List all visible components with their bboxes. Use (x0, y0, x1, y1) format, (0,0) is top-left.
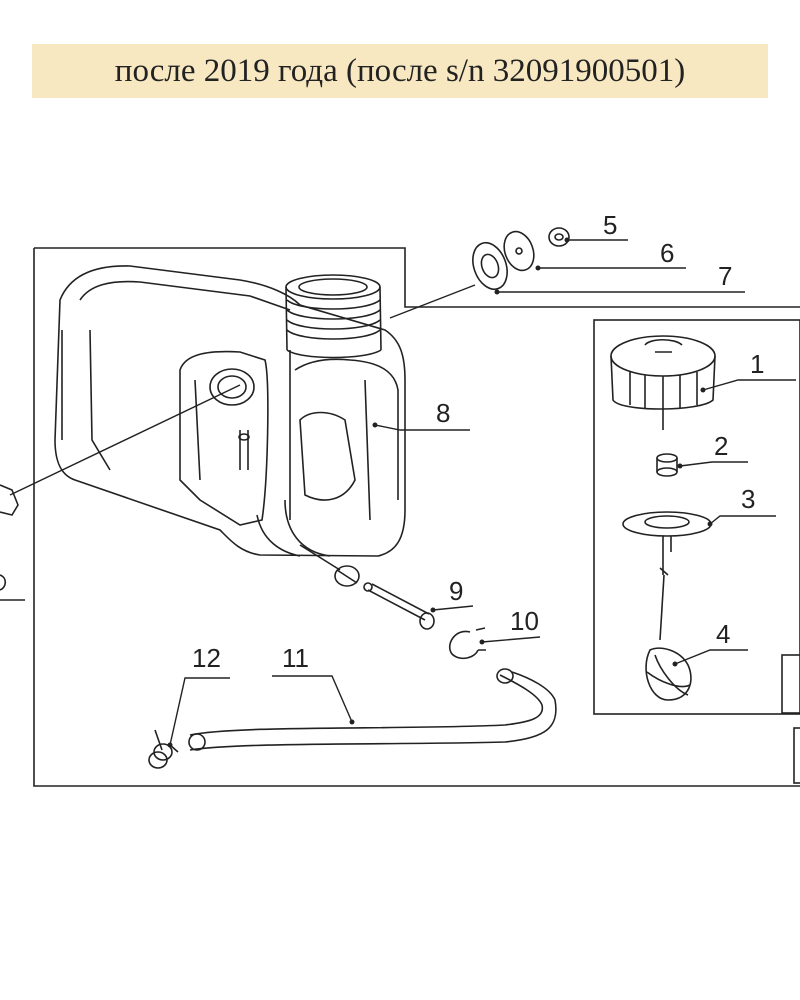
cap-assembly-frame (593, 319, 800, 715)
callout-11: 11 (282, 643, 309, 673)
clamp-part-10 (448, 627, 486, 660)
callout-10: 10 (510, 606, 539, 636)
callout-3: 3 (741, 484, 755, 514)
callout-12: 12 (192, 643, 221, 673)
callout-5: 5 (603, 210, 617, 240)
outlet-fitting (299, 544, 360, 587)
vent-plug-part-2 (656, 453, 678, 477)
pickup-tube-part-9 (363, 582, 435, 630)
callout-2: 2 (714, 431, 728, 461)
strainer-part-4 (645, 552, 692, 701)
leader-lines (9, 239, 796, 746)
fuel-hose-part-11 (188, 668, 557, 751)
nut-part-5 (548, 227, 570, 247)
callout-8: 8 (436, 398, 450, 428)
main-frame (33, 247, 800, 787)
page-title: после 2019 года (после s/n 32091900501) (32, 44, 768, 98)
callout-1: 1 (750, 349, 764, 379)
callout-4: 4 (716, 619, 730, 649)
partial-part-left (0, 484, 25, 601)
callout-6: 6 (660, 238, 674, 268)
grommet-part-7 (472, 241, 508, 291)
edge-box-top (781, 654, 800, 714)
fuel-cap-part-1 (610, 335, 716, 430)
leader-dots (167, 237, 713, 748)
washer-part-6 (503, 230, 535, 272)
callout-9: 9 (449, 576, 463, 606)
callout-7: 7 (718, 261, 732, 291)
edge-box-bottom (793, 727, 800, 784)
filler-neck (285, 274, 382, 359)
fuel-tank-body (54, 265, 406, 557)
gasket-part-3 (622, 511, 712, 552)
spring-clip-part-12 (148, 729, 179, 769)
